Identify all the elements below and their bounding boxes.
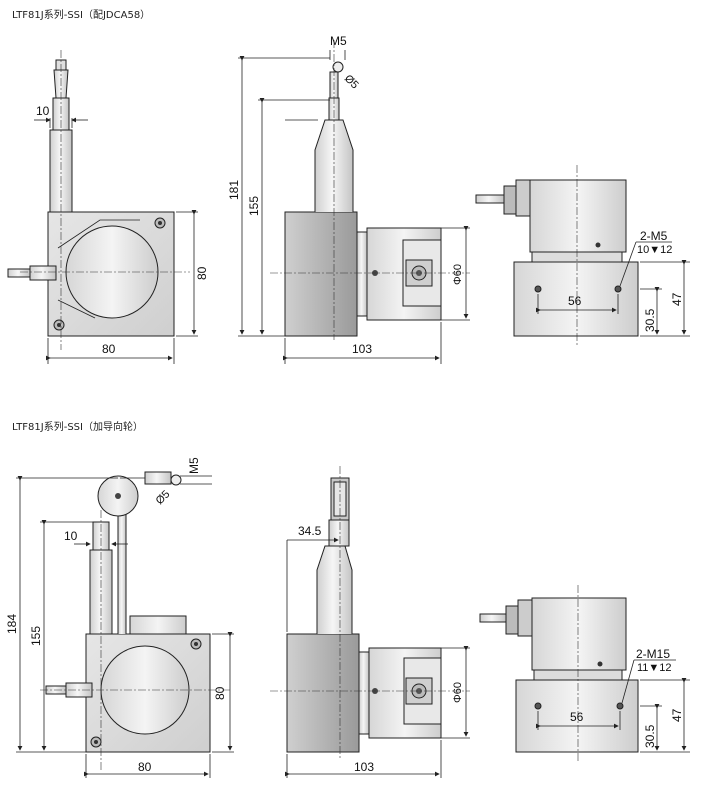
dim-offset: 30.5 (643, 308, 657, 332)
dim-height: 80 (195, 266, 209, 280)
dim-mount-depth: 11▼12 (637, 662, 672, 674)
dim-depth: 103 (354, 760, 374, 774)
motor-block (531, 597, 627, 671)
cable-rod (316, 545, 353, 634)
dim-width: 80 (102, 342, 116, 356)
base-block (513, 261, 639, 337)
cable-eye (332, 61, 344, 73)
front-view-2: M5 Ø5 184 155 10 80 80 (5, 457, 234, 778)
dim-width: 80 (138, 760, 152, 774)
cable-rod (49, 129, 73, 213)
dim-height: 47 (670, 708, 684, 722)
end-view-1: 2-M5 10▼12 56 30.5 47 (475, 165, 690, 345)
dim-total-height: 181 (227, 180, 241, 200)
housing-body (284, 211, 358, 337)
base-block (515, 679, 639, 753)
dim-body-height: 155 (247, 196, 261, 216)
dim-cable-dia: 10 (36, 104, 50, 118)
dim-mount-thread: 2-M15 (636, 647, 670, 661)
dim-offset: 30.5 (643, 724, 657, 748)
dim-mount-thread: 2-M5 (640, 229, 668, 243)
dim-thread: M5 (187, 457, 201, 474)
dim-flange: Φ60 (452, 264, 464, 285)
dim-flange: Φ60 (452, 682, 464, 703)
dim-hole-spacing: 56 (570, 710, 584, 724)
housing-body (286, 633, 360, 753)
dim-total-height: 184 (5, 614, 19, 634)
end-view-2: 2-M15 11▼12 56 30.5 47 (479, 585, 690, 762)
dim-height: 80 (213, 686, 227, 700)
cable-eye (170, 474, 182, 486)
dim-hole-spacing: 56 (568, 294, 582, 308)
dim-hole: Ø5 (342, 73, 361, 92)
dim-height: 47 (670, 292, 684, 306)
dim-depth: 103 (352, 342, 372, 356)
dim-cable-dia: 10 (64, 529, 78, 543)
dim-body-height: 155 (29, 626, 43, 646)
section-title-guide-wheel: LTF81J系列-SSI（加导向轮） (12, 422, 143, 433)
dim-thread: M5 (330, 34, 347, 48)
front-view-1: 10 80 80 (7, 50, 209, 364)
connector-gland (29, 265, 57, 281)
motor-block (529, 179, 627, 253)
side-view-1: M5 Ø5 181 155 103 Φ60 (227, 34, 470, 364)
section-title-standard: LTF81J系列-SSI（配JDCA58） (12, 10, 151, 21)
dim-mount-depth: 10▼12 (637, 244, 672, 256)
dim-offset: 34.5 (298, 524, 322, 538)
guide-arm (117, 499, 127, 634)
dim-hole: Ø5 (154, 488, 173, 507)
side-view-2: 34.5 103 Φ60 (270, 466, 470, 778)
